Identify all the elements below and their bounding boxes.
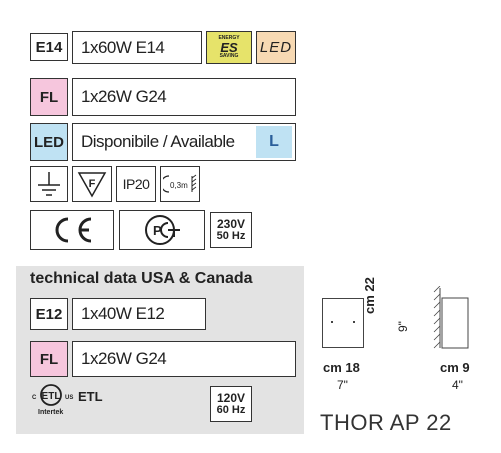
freq-us: 60 Hz bbox=[216, 403, 246, 416]
distance-text: 0,3m bbox=[170, 181, 188, 190]
usa-fl-code: FL bbox=[39, 350, 59, 368]
etl-c: C bbox=[32, 395, 37, 401]
led-tag: LED bbox=[259, 39, 293, 56]
led-code-box: LED bbox=[30, 123, 68, 161]
f-mark-icon: F bbox=[77, 172, 107, 198]
voltage-eu: 230V bbox=[216, 216, 246, 231]
usa-fl-spec-box: 1x26W G24 bbox=[72, 341, 296, 377]
etl-label: ETL bbox=[78, 389, 103, 404]
svg-text:F: F bbox=[89, 178, 96, 190]
energy-top-text: ENERGY bbox=[218, 35, 240, 41]
ce-mark-icon bbox=[55, 217, 92, 243]
etl-logo-icon: ETL bbox=[40, 384, 62, 406]
etl-us: US bbox=[65, 395, 74, 401]
height-cm-label: cm 22 bbox=[362, 277, 377, 314]
min-distance-icon: 0,3m bbox=[163, 174, 197, 193]
fl-code: FL bbox=[39, 88, 59, 106]
e14-code: E14 bbox=[35, 38, 63, 56]
energy-saving-badge: ENERGY ES SAVING bbox=[206, 31, 252, 64]
width-in-label: 7" bbox=[337, 378, 348, 392]
e14-spec: 1x60W E14 bbox=[81, 37, 165, 57]
energy-bottom-text: SAVING bbox=[219, 53, 239, 59]
led-class-letter: L bbox=[269, 133, 279, 150]
depth-cm-label: cm 9 bbox=[440, 360, 470, 375]
e12-spec: 1x40W E12 bbox=[81, 304, 165, 323]
voltage-us: 120V bbox=[216, 390, 246, 405]
e14-spec-box: 1x60W E14 bbox=[72, 31, 202, 64]
depth-in-label: 4" bbox=[452, 378, 463, 392]
e12-code: E12 bbox=[35, 305, 63, 323]
etl-mark: ETL C US ETL Intertek bbox=[32, 383, 114, 419]
f-mark-box: F bbox=[72, 166, 112, 202]
led-tag-box: LED bbox=[256, 31, 296, 64]
svg-text:ETL: ETL bbox=[42, 391, 61, 402]
front-view-dot-right bbox=[353, 321, 355, 323]
side-view-drawing bbox=[433, 286, 469, 349]
usa-fl-spec: 1x26W G24 bbox=[81, 349, 167, 368]
e12-code-box: E12 bbox=[30, 298, 68, 330]
e14-code-box: E14 bbox=[30, 33, 68, 61]
led-spec: Disponibile / Available bbox=[81, 132, 235, 151]
svg-text:P: P bbox=[153, 223, 162, 238]
usa-fl-code-box: FL bbox=[30, 341, 68, 377]
gost-mark-box: P bbox=[119, 210, 205, 250]
led-class-badge: L bbox=[256, 126, 292, 158]
min-distance-box: 0,3m bbox=[160, 166, 200, 202]
ip20-icon: IP20 bbox=[122, 176, 150, 192]
energy-es-text: ES bbox=[220, 40, 238, 55]
ce-mark-box bbox=[30, 210, 114, 250]
fl-code-box: FL bbox=[30, 78, 68, 116]
front-view-drawing bbox=[322, 298, 364, 348]
product-name: THOR AP 22 bbox=[320, 410, 452, 435]
intertek-text: Intertek bbox=[38, 409, 64, 416]
voltage-us-box: 120V 60 Hz bbox=[210, 386, 252, 422]
fl-spec: 1x26W G24 bbox=[81, 87, 167, 106]
led-code: LED bbox=[34, 133, 64, 151]
ground-icon bbox=[38, 172, 60, 196]
ip20-box: IP20 bbox=[116, 166, 156, 202]
height-in-label: 9" bbox=[396, 321, 410, 332]
fl-spec-box: 1x26W G24 bbox=[72, 78, 296, 116]
gost-mark-icon: P bbox=[145, 215, 180, 245]
e12-spec-box: 1x40W E12 bbox=[72, 298, 206, 330]
ground-symbol-box bbox=[30, 166, 68, 202]
front-view-dot-left bbox=[331, 321, 333, 323]
voltage-eu-box: 230V 50 Hz bbox=[210, 212, 252, 248]
freq-eu: 50 Hz bbox=[216, 229, 246, 242]
width-cm-label: cm 18 bbox=[323, 360, 360, 375]
usa-heading: technical data USA & Canada bbox=[30, 270, 253, 287]
